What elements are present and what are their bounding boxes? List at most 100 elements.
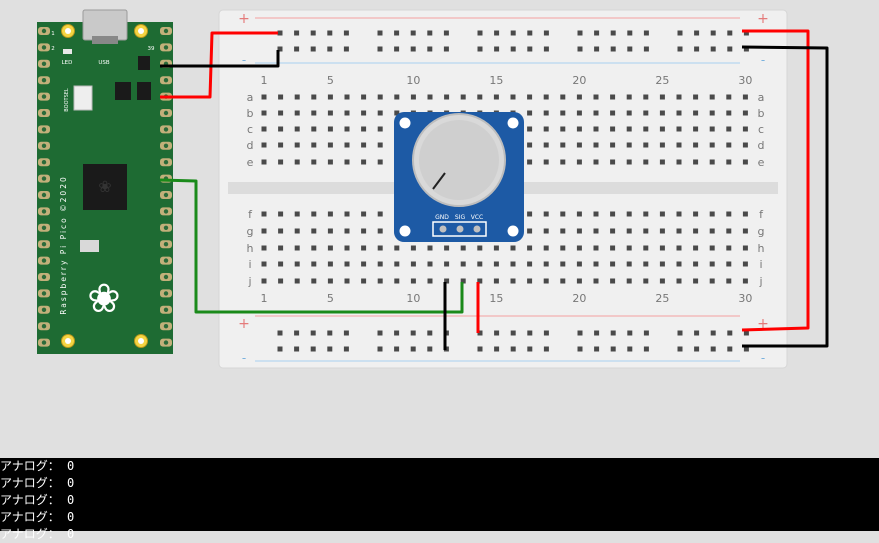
rail-hole[interactable] xyxy=(594,30,600,36)
breadboard-hole[interactable] xyxy=(626,261,632,267)
rail-hole[interactable] xyxy=(327,30,333,36)
breadboard-hole[interactable] xyxy=(626,126,632,132)
breadboard-hole[interactable] xyxy=(410,261,416,267)
breadboard-hole[interactable] xyxy=(327,126,333,132)
rail-hole[interactable] xyxy=(410,330,416,336)
rail-hole[interactable] xyxy=(727,330,733,336)
breadboard-hole[interactable] xyxy=(261,94,267,100)
rail-hole[interactable] xyxy=(627,30,633,36)
rail-hole[interactable] xyxy=(327,346,333,352)
breadboard-hole[interactable] xyxy=(709,245,715,251)
rail-hole[interactable] xyxy=(310,46,316,52)
breadboard-hole[interactable] xyxy=(344,245,350,251)
wire-pico-gnd-to-rail[interactable] xyxy=(160,50,280,68)
breadboard-hole[interactable] xyxy=(576,278,582,284)
breadboard-hole[interactable] xyxy=(261,261,267,267)
breadboard-hole[interactable] xyxy=(643,228,649,234)
breadboard-hole[interactable] xyxy=(643,142,649,148)
breadboard-hole[interactable] xyxy=(709,159,715,165)
breadboard-hole[interactable] xyxy=(444,278,450,284)
breadboard-hole[interactable] xyxy=(676,159,682,165)
breadboard-hole[interactable] xyxy=(659,278,665,284)
breadboard-hole[interactable] xyxy=(278,126,284,132)
breadboard-hole[interactable] xyxy=(742,142,748,148)
rail-hole[interactable] xyxy=(694,346,700,352)
breadboard-hole[interactable] xyxy=(377,126,383,132)
breadboard-hole[interactable] xyxy=(593,228,599,234)
breadboard-hole[interactable] xyxy=(278,110,284,116)
breadboard-hole[interactable] xyxy=(477,245,483,251)
breadboard-hole[interactable] xyxy=(676,126,682,132)
breadboard-hole[interactable] xyxy=(278,159,284,165)
rail-hole[interactable] xyxy=(494,330,500,336)
breadboard-hole[interactable] xyxy=(610,110,616,116)
breadboard-hole[interactable] xyxy=(427,261,433,267)
breadboard-hole[interactable] xyxy=(427,278,433,284)
breadboard-hole[interactable] xyxy=(659,126,665,132)
breadboard-hole[interactable] xyxy=(726,228,732,234)
rail-hole[interactable] xyxy=(427,46,433,52)
breadboard-hole[interactable] xyxy=(377,278,383,284)
breadboard-hole[interactable] xyxy=(394,278,400,284)
breadboard-hole[interactable] xyxy=(543,126,549,132)
rail-hole[interactable] xyxy=(710,330,716,336)
rail-hole[interactable] xyxy=(494,46,500,52)
rail-hole[interactable] xyxy=(394,46,400,52)
rail-hole[interactable] xyxy=(294,330,300,336)
breadboard-hole[interactable] xyxy=(361,142,367,148)
rail-hole[interactable] xyxy=(594,46,600,52)
breadboard-hole[interactable] xyxy=(643,110,649,116)
breadboard-hole[interactable] xyxy=(560,245,566,251)
breadboard-hole[interactable] xyxy=(527,261,533,267)
breadboard-hole[interactable] xyxy=(327,211,333,217)
rail-hole[interactable] xyxy=(277,330,283,336)
breadboard-hole[interactable] xyxy=(477,94,483,100)
breadboard-hole[interactable] xyxy=(344,228,350,234)
breadboard-hole[interactable] xyxy=(327,261,333,267)
breadboard-hole[interactable] xyxy=(659,110,665,116)
breadboard-hole[interactable] xyxy=(560,142,566,148)
breadboard-hole[interactable] xyxy=(560,159,566,165)
rail-hole[interactable] xyxy=(510,330,516,336)
breadboard-hole[interactable] xyxy=(626,228,632,234)
breadboard-hole[interactable] xyxy=(278,245,284,251)
breadboard-hole[interactable] xyxy=(311,110,317,116)
breadboard-hole[interactable] xyxy=(460,94,466,100)
wire-rail-plus-bridge[interactable] xyxy=(741,29,810,332)
breadboard-hole[interactable] xyxy=(510,278,516,284)
breadboard-hole[interactable] xyxy=(377,228,383,234)
breadboard-hole[interactable] xyxy=(659,245,665,251)
breadboard-hole[interactable] xyxy=(659,94,665,100)
rail-hole[interactable] xyxy=(277,30,283,36)
breadboard-hole[interactable] xyxy=(709,126,715,132)
breadboard-hole[interactable] xyxy=(527,110,533,116)
breadboard-hole[interactable] xyxy=(693,159,699,165)
breadboard-hole[interactable] xyxy=(726,211,732,217)
breadboard-hole[interactable] xyxy=(643,278,649,284)
breadboard-hole[interactable] xyxy=(261,228,267,234)
breadboard-hole[interactable] xyxy=(311,211,317,217)
rail-hole[interactable] xyxy=(427,330,433,336)
wire-pico-adc-to-sig[interactable] xyxy=(159,178,464,314)
breadboard-hole[interactable] xyxy=(344,159,350,165)
breadboard-hole[interactable] xyxy=(294,110,300,116)
rail-hole[interactable] xyxy=(343,330,349,336)
breadboard-hole[interactable] xyxy=(261,211,267,217)
rail-hole[interactable] xyxy=(627,46,633,52)
breadboard-hole[interactable] xyxy=(394,245,400,251)
rail-hole[interactable] xyxy=(643,346,649,352)
breadboard-hole[interactable] xyxy=(742,126,748,132)
rail-hole[interactable] xyxy=(494,30,500,36)
breadboard-hole[interactable] xyxy=(576,142,582,148)
breadboard-hole[interactable] xyxy=(377,211,383,217)
rail-hole[interactable] xyxy=(743,346,749,352)
breadboard-hole[interactable] xyxy=(742,110,748,116)
breadboard-hole[interactable] xyxy=(593,278,599,284)
rail-hole[interactable] xyxy=(343,30,349,36)
breadboard-hole[interactable] xyxy=(726,278,732,284)
breadboard-hole[interactable] xyxy=(626,245,632,251)
rail-hole[interactable] xyxy=(727,30,733,36)
breadboard-hole[interactable] xyxy=(659,211,665,217)
breadboard-hole[interactable] xyxy=(510,245,516,251)
rail-hole[interactable] xyxy=(677,30,683,36)
